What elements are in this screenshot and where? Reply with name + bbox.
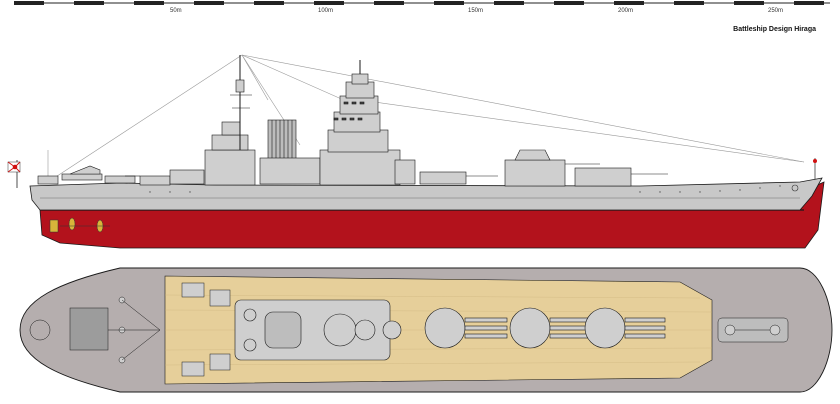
forward-turrets-profile — [394, 149, 668, 187]
plan-view — [19, 267, 833, 393]
stern-aircraft-equipment — [37, 165, 136, 185]
main-turrets-plan — [382, 307, 666, 349]
bow-anchor — [791, 184, 799, 192]
scale-bar: 50m 100m 150m 200m 250m — [0, 0, 840, 16]
stern-ensign — [7, 160, 21, 188]
central-superstructure-plan — [234, 299, 391, 361]
bow-fittings-plan — [717, 317, 789, 343]
scale-label-150: 150m — [468, 8, 484, 14]
scale-label-250: 250m — [768, 8, 784, 14]
scale-ruler — [14, 1, 830, 5]
aft-superstructure — [204, 55, 256, 186]
scale-label-200: 200m — [618, 8, 634, 14]
side-profile-view — [7, 54, 825, 249]
scale-label-50: 50m — [170, 8, 182, 14]
rigging-lines — [47, 54, 805, 183]
propellers-and-rudder — [49, 217, 110, 233]
drawing-title: Battleship Design Hiraga — [733, 26, 816, 33]
pagoda-foremast — [319, 60, 401, 186]
stern-fittings-plan — [29, 296, 161, 364]
aft-turrets-profile — [125, 169, 205, 186]
bow-jack — [813, 158, 817, 180]
secondary-guns-plan — [181, 282, 231, 377]
scale-label-100: 100m — [318, 8, 334, 14]
portholes — [149, 185, 781, 193]
funnel — [259, 119, 321, 185]
